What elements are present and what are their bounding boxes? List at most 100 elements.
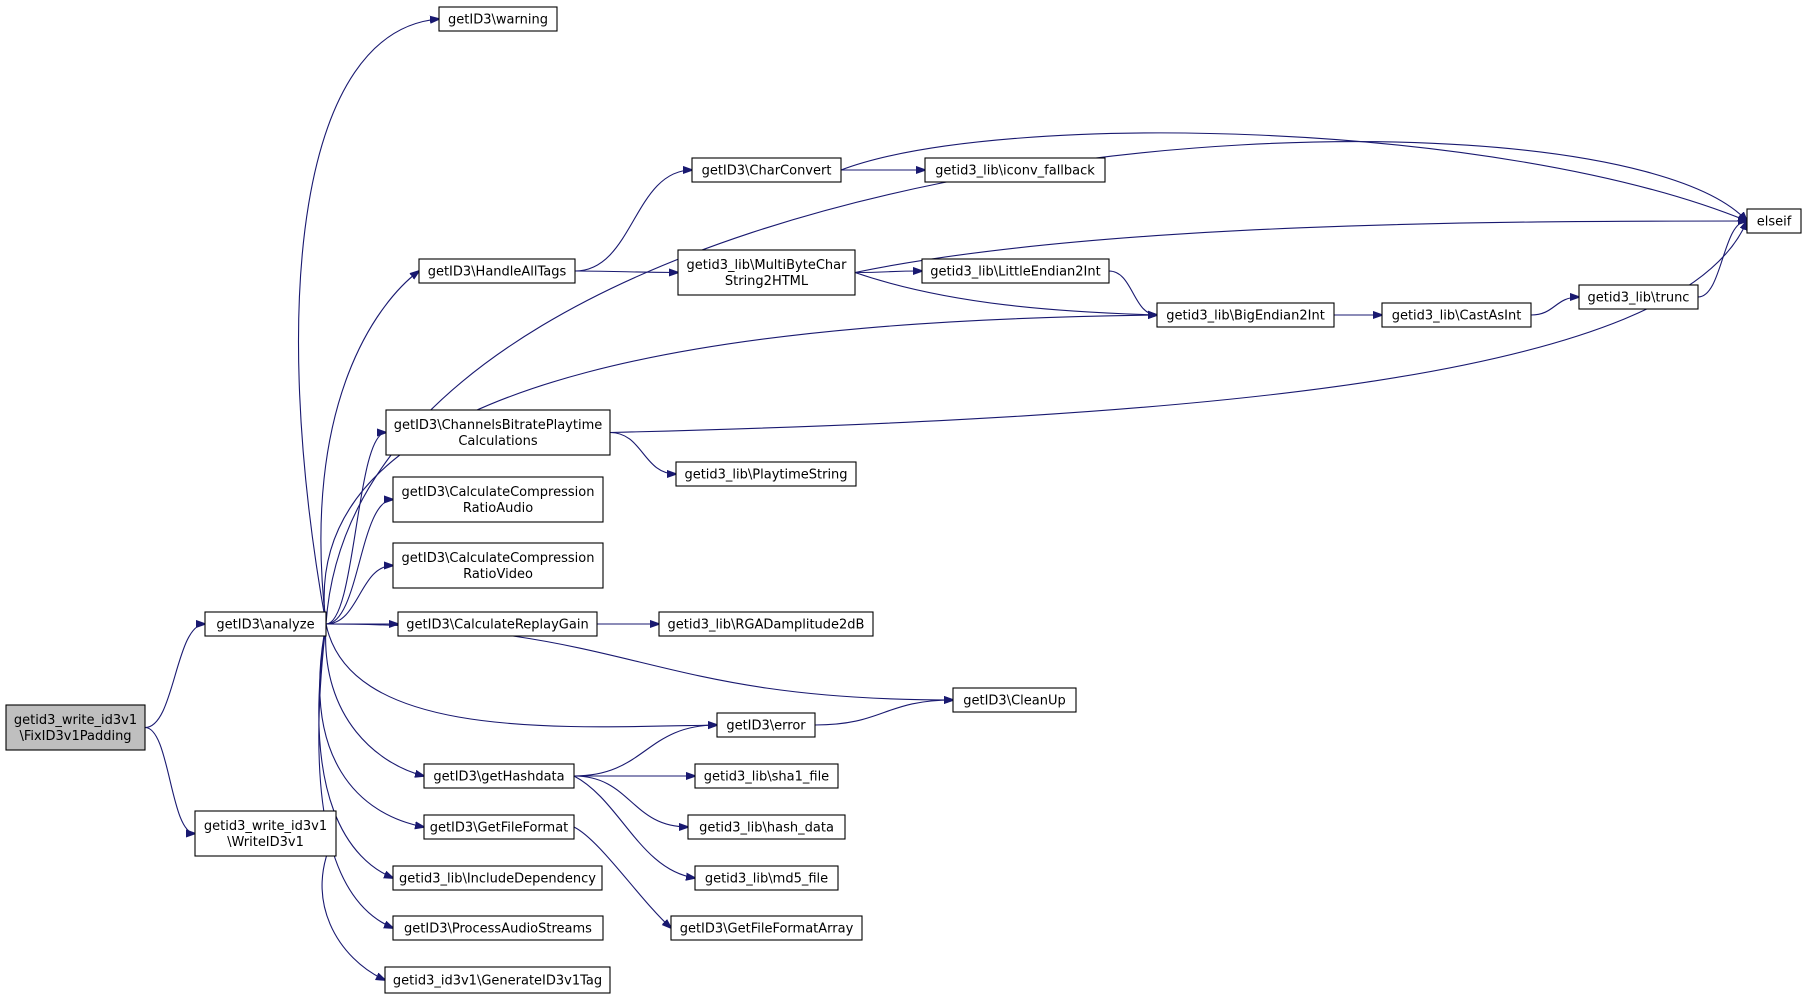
node-box <box>921 258 1110 284</box>
node-label: getID3\CalculateReplayGain <box>406 618 588 633</box>
node-label: getID3\ProcessAudioStreams <box>404 922 592 937</box>
node-processaudio[interactable]: getID3\ProcessAudioStreams <box>392 915 604 941</box>
edge-multibyte-to-bigendian <box>854 271 1157 316</box>
node-box <box>423 763 575 789</box>
node-box <box>691 157 842 183</box>
node-analyze[interactable]: getID3\analyze <box>204 611 327 637</box>
node-label: getid3_lib\BigEndian2Int <box>1166 309 1325 324</box>
edge-gethashdata-to-error <box>573 725 717 777</box>
node-box <box>392 865 603 891</box>
node-littleendian[interactable]: getid3_lib\LittleEndian2Int <box>921 258 1110 284</box>
node-cleanup[interactable]: getID3\CleanUp <box>952 687 1077 713</box>
edge-channels-to-playtime <box>609 431 676 475</box>
edge-charconvert-to-elseif <box>840 132 1747 221</box>
edge-channels-to-elseif <box>609 221 1747 434</box>
node-label: getID3\HandleAllTags <box>428 265 567 280</box>
edge-analyze-to-processaudio <box>318 623 393 928</box>
node-charconvert[interactable]: getID3\CharConvert <box>691 157 842 183</box>
node-label: getID3\GetFileFormatArray <box>680 922 854 937</box>
node-box <box>687 814 846 840</box>
node-md5[interactable]: getid3_lib\md5_file <box>694 865 839 891</box>
node-label: RatioAudio <box>463 501 533 516</box>
node-label: getID3\warning <box>448 13 548 28</box>
node-label: getID3\CalculateCompression <box>402 485 595 500</box>
node-box <box>423 814 575 840</box>
edge-trunc-to-elseif <box>1697 221 1747 298</box>
node-hashdata[interactable]: getid3_lib\hash_data <box>687 814 846 840</box>
node-label: getid3_lib\LittleEndian2Int <box>930 265 1100 280</box>
node-label: getid3_lib\sha1_file <box>704 770 829 785</box>
node-fix: getid3_write_id3v1\FixID3v1Padding <box>5 704 146 751</box>
node-box <box>675 461 857 487</box>
edge-gethashdata-to-md5 <box>573 775 695 878</box>
edge-multibyte-to-elseif <box>854 221 1747 274</box>
node-box <box>1746 208 1802 234</box>
node-label: getid3_lib\MultiByteChar <box>687 258 848 273</box>
node-box <box>392 915 604 941</box>
node-box <box>952 687 1077 713</box>
node-label: getid3_lib\iconv_fallback <box>935 164 1095 179</box>
edge-analyze-to-bigendian <box>323 315 1157 625</box>
node-box <box>418 258 576 284</box>
node-box <box>397 611 598 637</box>
edge-castasint-to-trunc <box>1530 297 1579 316</box>
node-label: elseif <box>1757 215 1792 230</box>
node-castasint[interactable]: getid3_lib\CastAsInt <box>1381 302 1532 328</box>
edge-handlealltags-to-multibyte <box>574 271 678 273</box>
node-trunc[interactable]: getid3_lib\trunc <box>1578 284 1699 310</box>
node-elseif[interactable]: elseif <box>1746 208 1802 234</box>
node-box <box>670 915 863 941</box>
node-label: getid3_lib\md5_file <box>705 872 828 887</box>
node-label: getID3\ChannelsBitratePlaytime <box>394 418 603 433</box>
node-bigendian[interactable]: getid3_lib\BigEndian2Int <box>1156 302 1335 328</box>
node-box <box>716 712 816 738</box>
node-label: getid3_write_id3v1 <box>204 819 327 834</box>
node-label: \WriteID3v1 <box>227 835 304 850</box>
node-box <box>5 704 146 751</box>
node-playtime[interactable]: getid3_lib\PlaytimeString <box>675 461 857 487</box>
node-label: getID3\analyze <box>216 618 314 633</box>
node-generatetag[interactable]: getid3_id3v1\GenerateID3v1Tag <box>384 966 611 994</box>
node-label: getid3_lib\PlaytimeString <box>684 468 847 483</box>
node-label: \FixID3v1Padding <box>19 729 131 744</box>
node-label: getid3_lib\hash_data <box>699 821 834 836</box>
node-gethashdata[interactable]: getID3\getHashdata <box>423 763 575 789</box>
edge-analyze-to-ccaudio <box>325 500 393 625</box>
node-label: getID3\CleanUp <box>963 694 1066 709</box>
edge-analyze-to-handlealltags <box>320 271 419 625</box>
edge-analyze-to-gethashdata <box>325 623 424 776</box>
node-label: getid3_lib\IncludeDependency <box>399 872 596 887</box>
edge-gethashdata-to-hashdata <box>573 775 688 827</box>
node-handlealltags[interactable]: getID3\HandleAllTags <box>418 258 576 284</box>
node-channels[interactable]: getID3\ChannelsBitratePlaytimeCalculatio… <box>385 409 611 456</box>
node-label: getid3_id3v1\GenerateID3v1Tag <box>393 974 602 989</box>
edge-analyze-to-includedep <box>318 623 393 878</box>
node-sha1[interactable]: getid3_lib\sha1_file <box>694 763 839 789</box>
node-includedep[interactable]: getid3_lib\IncludeDependency <box>392 865 603 891</box>
node-rga[interactable]: getid3_lib\RGADamplitude2dB <box>658 611 874 637</box>
node-writeid3v1[interactable]: getid3_write_id3v1\WriteID3v1 <box>194 810 337 857</box>
edge-handlealltags-to-charconvert <box>574 170 692 272</box>
edge-error-to-cleanup <box>814 700 953 726</box>
edge-fix-to-writeid3v1 <box>144 726 195 834</box>
edge-multibyte-to-littleendian <box>854 271 922 273</box>
node-error[interactable]: getID3\error <box>716 712 816 738</box>
edge-littleendian-to-bigendian <box>1108 270 1157 315</box>
node-getfileformatarray[interactable]: getID3\GetFileFormatArray <box>670 915 863 941</box>
node-box <box>1578 284 1699 310</box>
node-iconv[interactable]: getid3_lib\iconv_fallback <box>924 157 1106 183</box>
edge-analyze-to-channels <box>325 433 386 625</box>
node-box <box>385 409 611 456</box>
node-label: getid3_lib\CastAsInt <box>1392 309 1522 324</box>
edge-writeid3v1-to-generatetag <box>321 833 385 981</box>
node-label: getID3\CharConvert <box>702 164 832 179</box>
node-getfileformat[interactable]: getID3\GetFileFormat <box>423 814 575 840</box>
node-warning[interactable]: getID3\warning <box>438 6 558 32</box>
node-box <box>677 249 856 296</box>
node-box <box>1381 302 1532 328</box>
node-replaygain[interactable]: getID3\CalculateReplayGain <box>397 611 598 637</box>
